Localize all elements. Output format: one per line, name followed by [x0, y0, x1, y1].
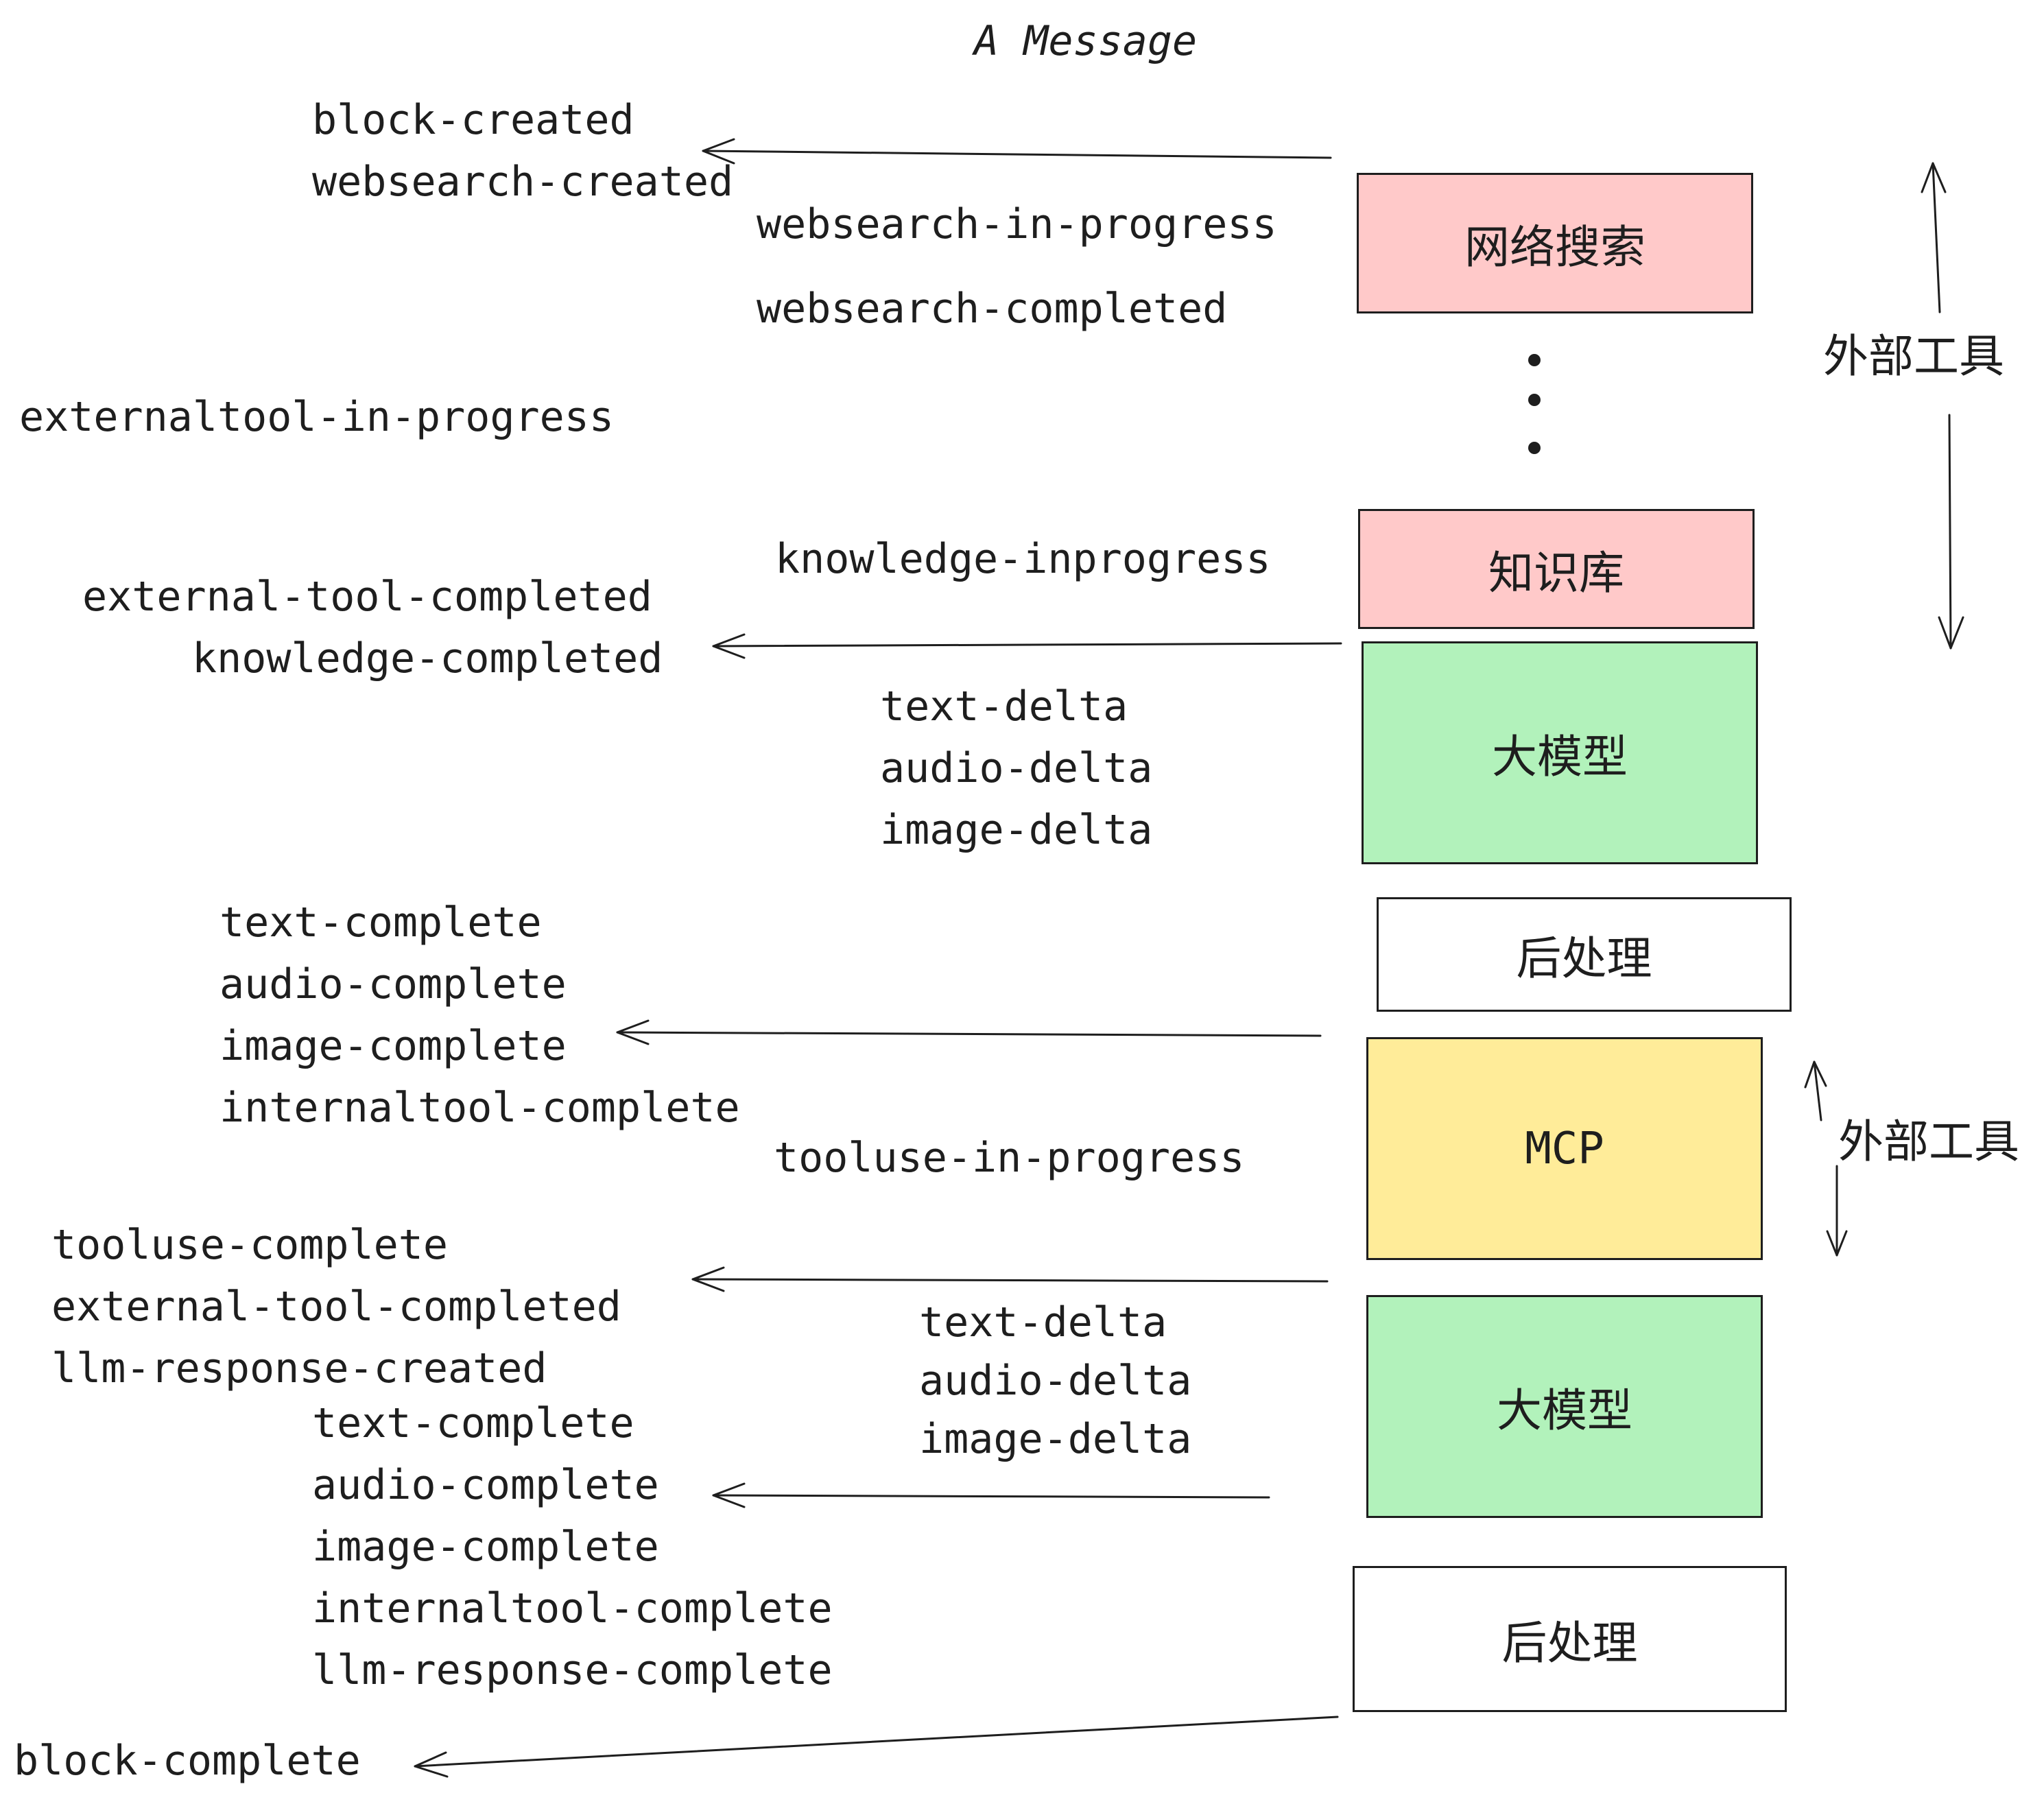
- diagram-title: A Message: [974, 17, 1198, 65]
- external-tools-label: 外部工具: [1823, 330, 2004, 383]
- event-externaltool-in-progress: externaltool-in-progress: [19, 393, 614, 441]
- event-knowledge-inprogress: knowledge-inprogress: [775, 535, 1271, 583]
- arrow-post1-completes: [616, 1019, 1322, 1045]
- mcp-external-tools-label: 外部工具: [1838, 1115, 2019, 1168]
- event-image-complete: image-complete: [219, 1022, 567, 1070]
- event-websearch-in-progress: websearch-in-progress: [757, 200, 1277, 248]
- arrow-block-created: [702, 138, 1332, 165]
- event-block-complete: block-complete: [14, 1737, 361, 1785]
- event-image-delta: image-delta: [880, 806, 1153, 854]
- event-internaltool-complete: internaltool-complete: [312, 1585, 833, 1633]
- event-websearch-created: websearch-created: [312, 158, 734, 206]
- event-block-created: block-created: [312, 96, 634, 144]
- event-websearch-completed: websearch-completed: [757, 285, 1228, 333]
- event-audio-delta: audio-delta: [919, 1357, 1192, 1405]
- arrow-mcp-tools-up: [1804, 1060, 1827, 1121]
- event-tooluse-complete: tooluse-complete: [51, 1221, 448, 1269]
- ellipsis-dot: [1528, 442, 1541, 454]
- arrow-block-complete: [414, 1716, 1339, 1778]
- llm-box-2: 大模型: [1366, 1295, 1763, 1518]
- arrow-knowledge-completed: [712, 633, 1342, 659]
- llm-box-1: 大模型: [1362, 641, 1758, 864]
- event-knowledge-completed: knowledge-completed: [192, 634, 663, 683]
- event-text-complete: text-complete: [219, 899, 542, 947]
- event-text-delta: text-delta: [919, 1298, 1167, 1346]
- event-external-tool-completed: external-tool-completed: [51, 1283, 621, 1331]
- knowledge-base-box: 知识库: [1358, 509, 1755, 629]
- arrow-mcp-tools-down: [1826, 1165, 1848, 1257]
- event-internaltool-complete: internaltool-complete: [219, 1084, 740, 1132]
- event-image-complete: image-complete: [312, 1523, 659, 1571]
- arrow-external-tools-down: [1938, 414, 1964, 650]
- event-llm-response-complete: llm-response-complete: [312, 1646, 833, 1694]
- arrow-external-tools-up: [1921, 162, 1947, 313]
- ellipsis-dot: [1528, 354, 1541, 366]
- event-audio-complete: audio-complete: [219, 960, 567, 1008]
- event-tooluse-in-progress: tooluse-in-progress: [774, 1134, 1245, 1182]
- event-image-delta: image-delta: [919, 1415, 1192, 1463]
- mcp-box: MCP: [1366, 1037, 1763, 1260]
- arrow-mcp-completes: [691, 1266, 1329, 1292]
- event-audio-complete: audio-complete: [312, 1461, 659, 1509]
- ellipsis-dot: [1528, 394, 1541, 406]
- event-text-delta: text-delta: [880, 683, 1128, 731]
- websearch-box: 网络搜索: [1357, 173, 1753, 313]
- arrow-post2-completes: [712, 1482, 1270, 1508]
- event-external-tool-completed: external-tool-completed: [82, 573, 652, 621]
- postprocess-box-1: 后处理: [1377, 897, 1792, 1012]
- postprocess-box-2: 后处理: [1353, 1566, 1787, 1712]
- event-audio-delta: audio-delta: [880, 744, 1153, 792]
- event-llm-response-created: llm-response-created: [51, 1344, 547, 1392]
- event-text-complete: text-complete: [312, 1399, 634, 1447]
